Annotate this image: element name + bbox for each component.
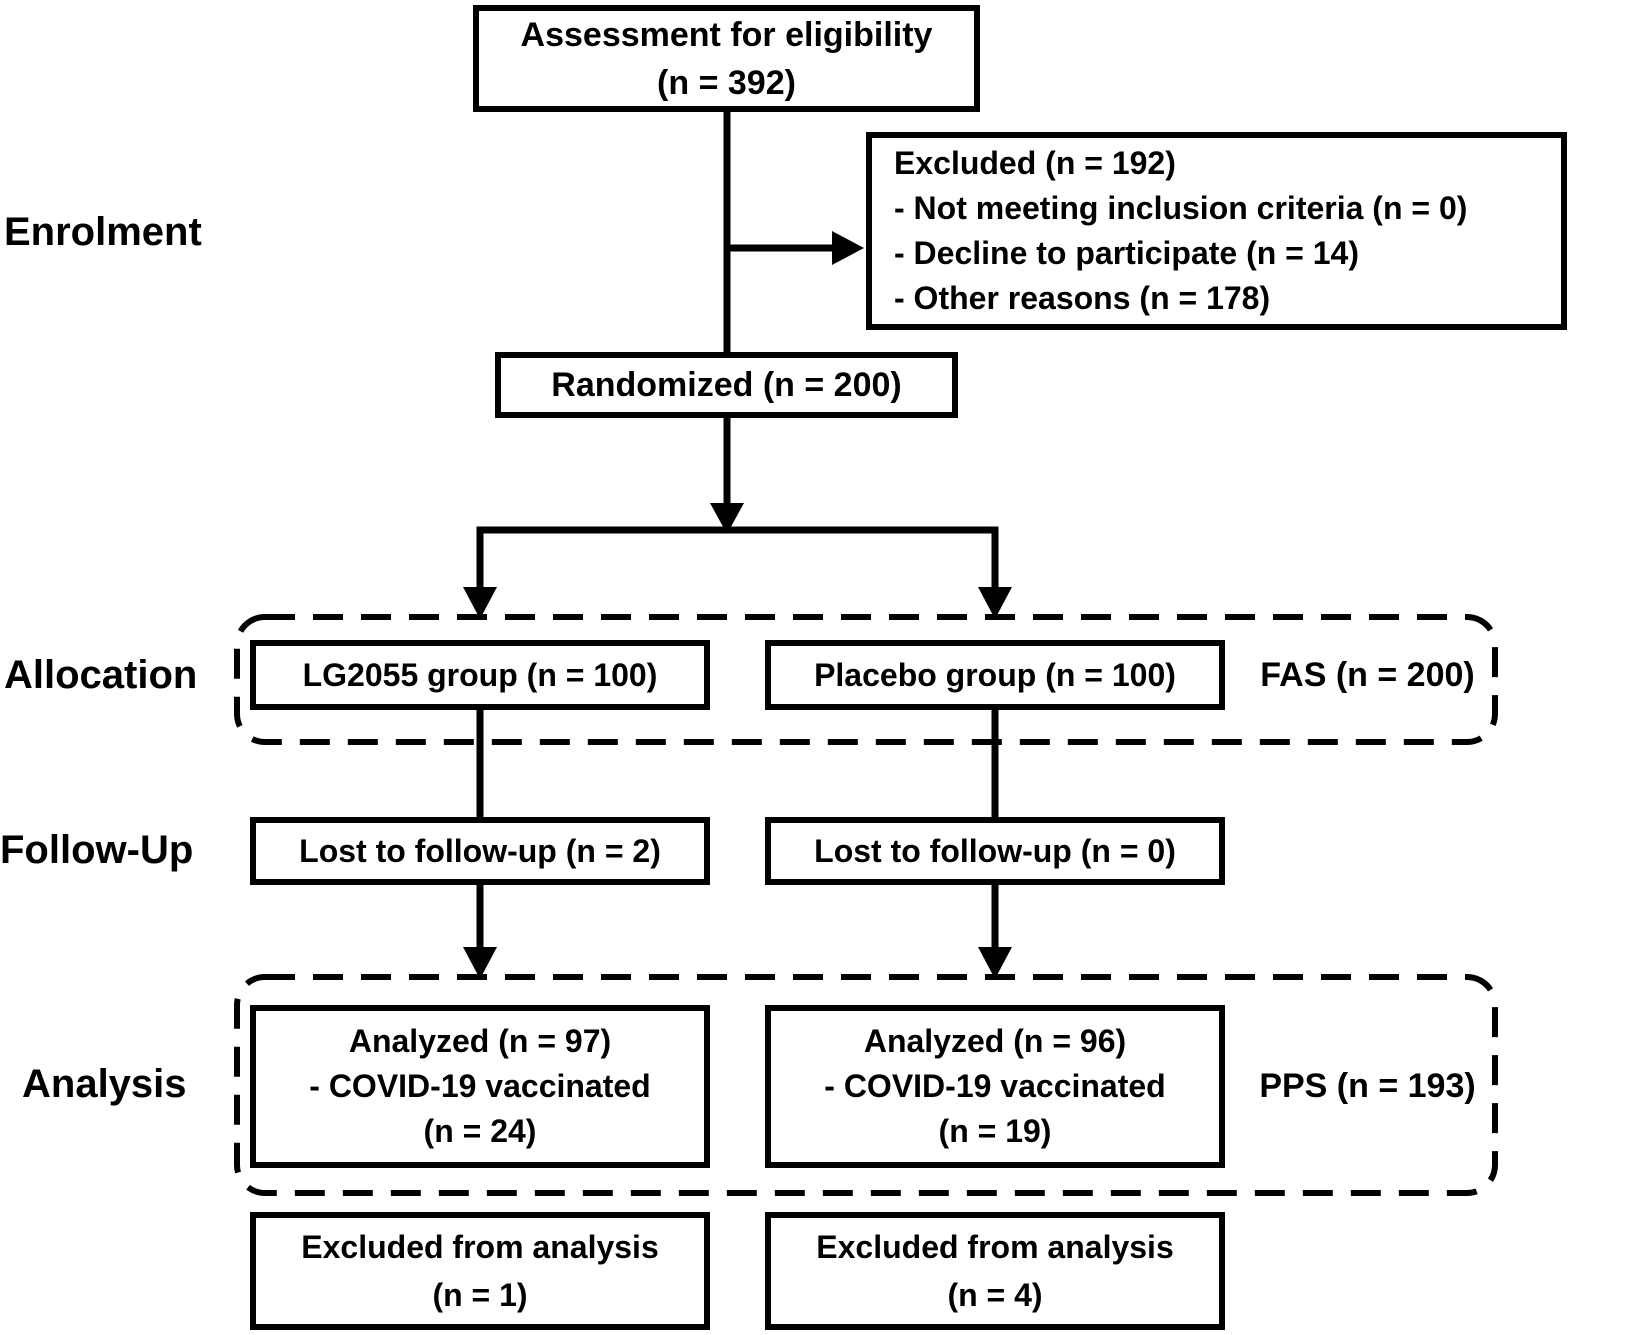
analyzed-lg-box: Analyzed (n = 97) - COVID-19 vaccinated … bbox=[250, 1005, 710, 1168]
fas-note: FAS (n = 200) bbox=[1260, 655, 1475, 694]
excluded-line-3: - Decline to participate (n = 14) bbox=[894, 235, 1359, 271]
excluded-analysis-placebo-box: Excluded from analysis (n = 4) bbox=[765, 1212, 1225, 1330]
analyzed-placebo-line-1: Analyzed (n = 96) bbox=[863, 1023, 1127, 1059]
excluded-analysis-placebo-line-2: (n = 4) bbox=[947, 1277, 1043, 1313]
lost-followup-lg-box: Lost to follow-up (n = 2) bbox=[250, 817, 710, 885]
pps-note: PPS (n = 193) bbox=[1259, 1067, 1476, 1105]
stage-label-enrolment: Enrolment bbox=[4, 210, 202, 254]
analyzed-lg-line-3: (n = 24) bbox=[423, 1113, 537, 1149]
arrowhead-analysis-right bbox=[978, 947, 1012, 979]
excluded-box: Excluded (n = 192) - Not meeting inclusi… bbox=[866, 132, 1567, 330]
analyzed-placebo-line-2: - COVID-19 vaccinated bbox=[824, 1068, 1166, 1104]
analyzed-placebo-line-3: (n = 19) bbox=[938, 1113, 1052, 1149]
excluded-line-2: - Not meeting inclusion criteria (n = 0) bbox=[894, 190, 1468, 226]
stage-label-followup: Follow-Up bbox=[0, 828, 194, 872]
lost-followup-lg-line-1: Lost to follow-up (n = 2) bbox=[299, 832, 661, 869]
arrowhead-analysis-left bbox=[463, 947, 497, 979]
analyzed-placebo-box: Analyzed (n = 96) - COVID-19 vaccinated … bbox=[765, 1005, 1225, 1168]
excluded-analysis-lg-line-2: (n = 1) bbox=[432, 1277, 528, 1313]
lost-followup-placebo-box: Lost to follow-up (n = 0) bbox=[765, 817, 1225, 885]
excluded-analysis-lg-line-1: Excluded from analysis bbox=[301, 1229, 659, 1265]
stage-label-analysis: Analysis bbox=[22, 1062, 187, 1106]
arrowhead-randomized-split bbox=[710, 503, 744, 534]
excluded-line-1: Excluded (n = 192) bbox=[894, 145, 1176, 181]
analyzed-lg-line-1: Analyzed (n = 97) bbox=[348, 1023, 612, 1059]
excluded-line-4: - Other reasons (n = 178) bbox=[894, 280, 1271, 316]
lg-group-line-1: LG2055 group (n = 100) bbox=[302, 656, 658, 693]
arrowhead-excluded bbox=[832, 231, 864, 265]
placebo-group-line-1: Placebo group (n = 100) bbox=[814, 656, 1176, 693]
fas-dashed-region bbox=[234, 614, 1498, 745]
excluded-analysis-placebo-line-1: Excluded from analysis bbox=[816, 1229, 1174, 1265]
placebo-group-box: Placebo group (n = 100) bbox=[765, 640, 1225, 710]
excluded-analysis-lg-box: Excluded from analysis (n = 1) bbox=[250, 1212, 710, 1330]
randomized-line-1: Randomized (n = 200) bbox=[551, 366, 902, 404]
randomized-box: Randomized (n = 200) bbox=[495, 352, 958, 418]
lg-group-box: LG2055 group (n = 100) bbox=[250, 640, 710, 710]
arrowhead-allocation-left bbox=[463, 587, 497, 619]
arrowhead-allocation-right bbox=[978, 587, 1012, 619]
stage-label-allocation: Allocation bbox=[4, 653, 198, 697]
assessment-box: Assessment for eligibility (n = 392) bbox=[473, 5, 980, 112]
pps-dashed-region bbox=[234, 974, 1498, 1196]
assessment-line-1: Assessment for eligibility bbox=[520, 15, 933, 54]
lost-followup-placebo-line-1: Lost to follow-up (n = 0) bbox=[814, 832, 1176, 869]
analyzed-lg-line-2: - COVID-19 vaccinated bbox=[309, 1068, 651, 1104]
assessment-line-2: (n = 392) bbox=[657, 63, 796, 102]
